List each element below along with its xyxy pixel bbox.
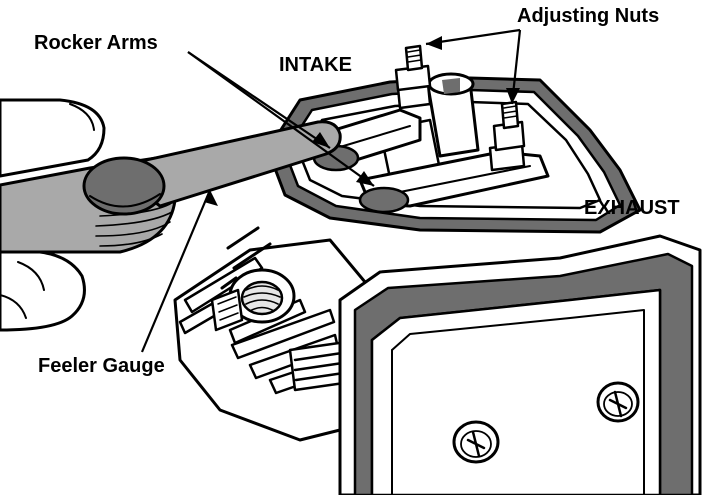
label-rocker-arms: Rocker Arms [34, 32, 158, 54]
hand [0, 98, 106, 332]
label-feeler-gauge: Feeler Gauge [38, 355, 165, 377]
arrow-icon [506, 88, 520, 104]
adjusting-nut-intake [394, 44, 432, 110]
feeler-gauge [0, 120, 342, 254]
label-intake: INTAKE [279, 54, 352, 76]
arrowheads [204, 36, 520, 206]
gauge-rivet [82, 156, 166, 216]
label-adjusting-nuts: Adjusting Nuts [517, 5, 659, 27]
cylinder-head [173, 226, 382, 442]
adjusting-nut-exhaust [488, 100, 526, 172]
engine-cover [338, 234, 702, 495]
phillips-screw-icon [452, 420, 500, 464]
arrow-icon [356, 171, 374, 186]
label-exhaust: EXHAUST [584, 197, 680, 219]
arrow-icon [204, 190, 218, 206]
phillips-screw-icon [596, 381, 640, 423]
arrow-icon [312, 132, 330, 148]
arrow-icon [426, 36, 442, 50]
